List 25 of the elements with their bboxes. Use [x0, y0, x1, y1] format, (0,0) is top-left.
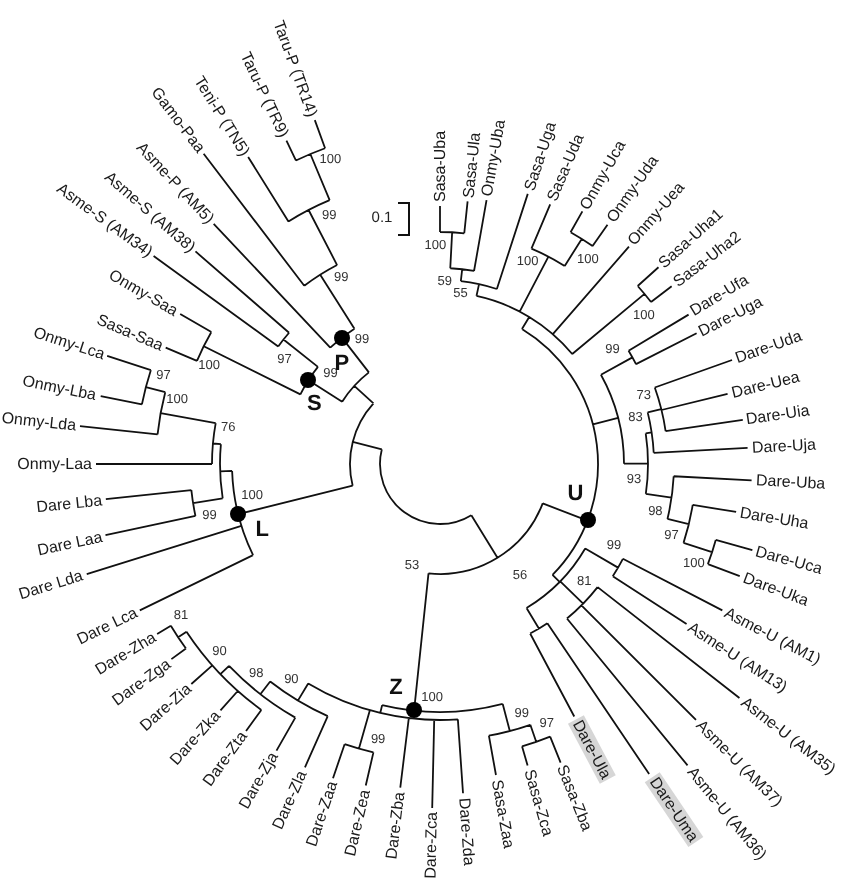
- taxon-label: Dare-Uba: [755, 471, 826, 494]
- taxon-label: Sasa-Ula: [459, 131, 484, 199]
- taxon-label: Sasa-Uba: [431, 130, 449, 202]
- taxon-label: Onmy-Laa: [17, 455, 92, 473]
- clade-label: P: [334, 351, 350, 376]
- taxon-label: Dare-Zda: [454, 796, 477, 866]
- taxon-label: Onmy-Lda: [0, 409, 77, 435]
- taxon-label: Dare-Uha: [738, 503, 810, 533]
- taxon-label: Dare-Uea: [729, 367, 801, 402]
- clade-label: L: [255, 518, 269, 543]
- taxon-label: Dare-Zba: [382, 790, 409, 860]
- clade-label: S: [307, 392, 322, 417]
- taxon-label: Dare Lba: [35, 490, 103, 516]
- taxon-label: Dare-Zca: [421, 811, 442, 879]
- taxon-label: Dare-Uia: [745, 401, 812, 429]
- taxon-label: Dare Laa: [35, 527, 104, 559]
- taxon-label: Dare-Uja: [751, 435, 816, 457]
- taxon-label: Onmy-Lba: [21, 371, 99, 405]
- clade-label: Z: [389, 676, 403, 701]
- taxon-label: Sasa-Zaa: [487, 777, 518, 849]
- taxon-label: Dare Lda: [17, 566, 86, 604]
- taxon-label: Dare-Zea: [340, 787, 374, 858]
- taxon-label: Onmy-Uba: [478, 118, 510, 198]
- clade-label: U: [567, 482, 584, 507]
- taxon-label: Sasa-Zca: [520, 766, 557, 838]
